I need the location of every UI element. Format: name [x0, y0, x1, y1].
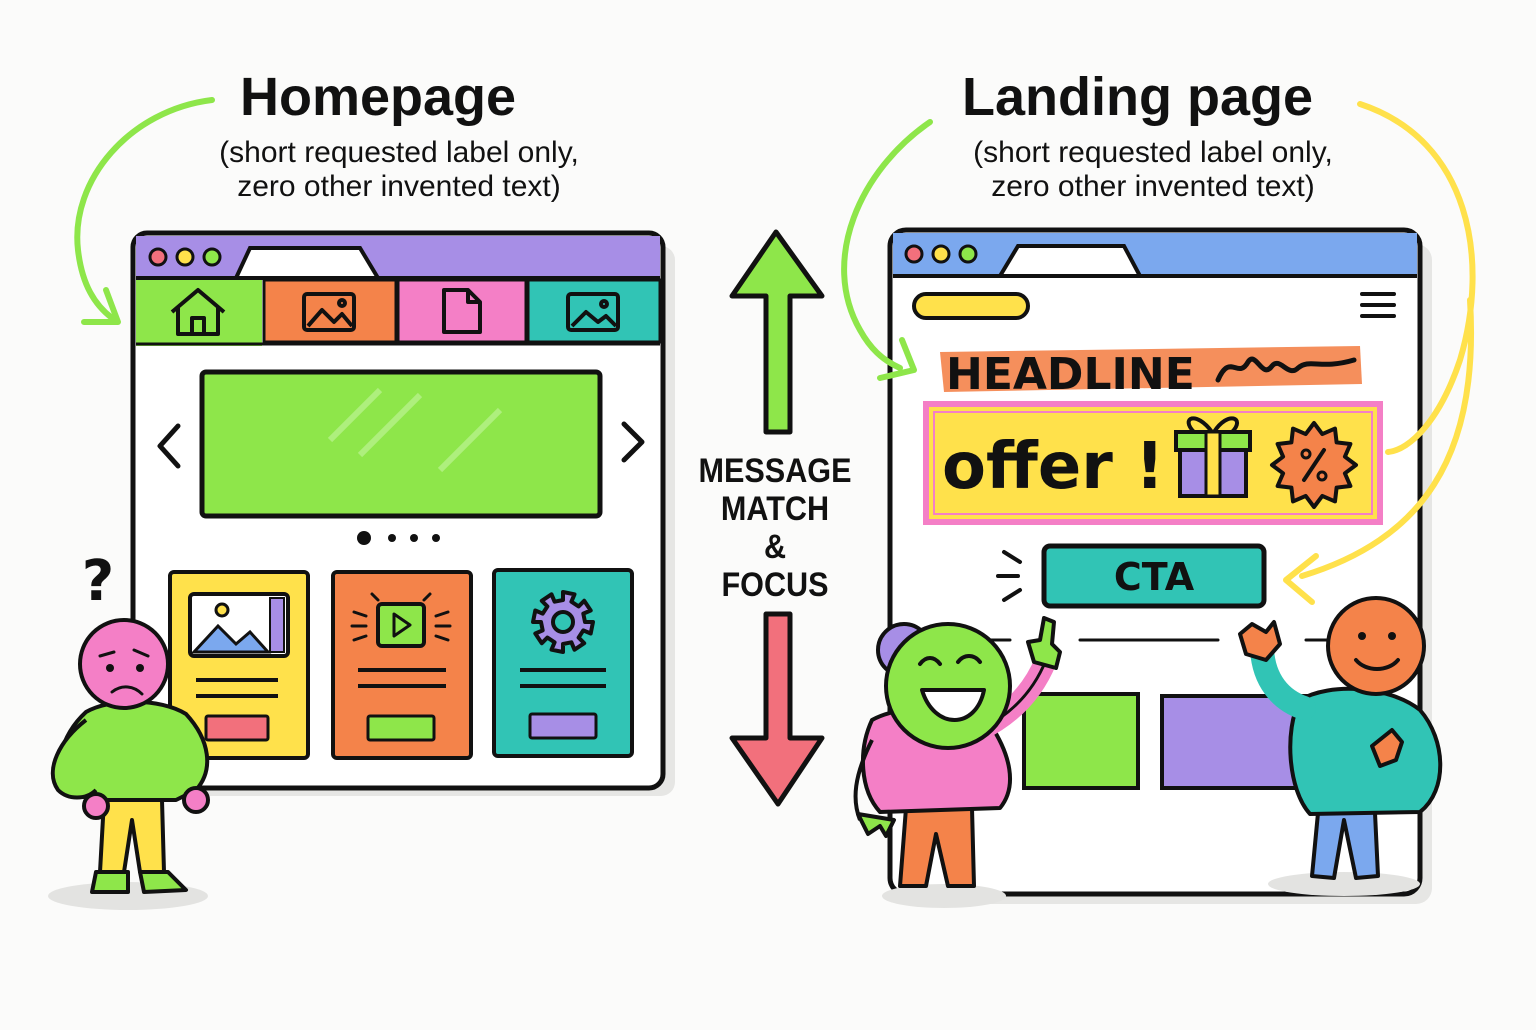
landing-window-dots: [904, 244, 978, 264]
landing-browser-tab[interactable]: [996, 244, 1144, 278]
center-label-line-3: &: [763, 528, 787, 566]
card-yellow[interactable]: [168, 570, 310, 760]
headline-highlight: [940, 346, 1362, 392]
landing-subtitle-line-1: (short requested label only,: [973, 136, 1333, 169]
landing-page-subtitle: (short requested label only, zero other …: [930, 136, 1376, 204]
image-icon: [302, 292, 356, 332]
homepage-subtitle: (short requested label only, zero other …: [176, 136, 622, 204]
homepage-window-dots: [148, 247, 222, 267]
homepage-subtitle-line-1: (short requested label only,: [219, 136, 579, 169]
landing-page-title: Landing page: [962, 67, 1313, 127]
gear-icon: [531, 590, 595, 654]
landing-right-curved-arrow-cta: [1299, 297, 1474, 579]
carousel-dots[interactable]: [357, 531, 440, 545]
confused-person: ?: [48, 549, 210, 910]
cta-label: CTA: [1114, 555, 1195, 599]
offer-text: offer !: [942, 430, 1164, 504]
homepage-subtitle-line-2: zero other invented text): [237, 170, 561, 203]
nav-tab-images[interactable]: [262, 278, 398, 344]
happy-person-pointing: [853, 616, 1062, 908]
card-orange[interactable]: [331, 570, 473, 760]
headline-text: HEADLINE: [946, 349, 1195, 400]
left-curved-arrow: [74, 97, 215, 321]
photo-icon: [566, 292, 620, 332]
center-label-line-1: MESSAGE: [698, 452, 852, 490]
landing-left-curved-arrow: [841, 119, 933, 371]
home-icon: [170, 288, 226, 336]
message-match-focus-label: MESSAGE MATCH & FOCUS: [690, 452, 861, 604]
headline-squiggle: [1215, 356, 1357, 383]
card-teal[interactable]: [492, 568, 634, 758]
gift-icon: [1174, 416, 1252, 498]
cta-spark-lines: [996, 550, 1022, 602]
happy-person-waving: [1238, 596, 1443, 896]
hero-highlight-strokes: [327, 387, 503, 473]
homepage-window: [130, 230, 675, 796]
logo-pill[interactable]: [912, 292, 1030, 320]
document-icon: [442, 288, 482, 334]
landing-subtitle-line-2: zero other invented text): [991, 170, 1315, 203]
question-mark: ?: [82, 549, 114, 614]
center-down-arrow: [729, 611, 825, 807]
center-label-line-4: FOCUS: [721, 566, 829, 604]
center-up-arrow: [729, 229, 825, 435]
chevron-right-icon[interactable]: [621, 421, 645, 463]
nav-tab-photos[interactable]: [526, 278, 662, 344]
chevron-left-icon[interactable]: [157, 423, 181, 469]
content-block-green[interactable]: [1022, 692, 1140, 790]
cta-button[interactable]: [1041, 543, 1267, 609]
photo-card-icon: [188, 592, 290, 658]
homepage-browser-tab[interactable]: [232, 246, 382, 280]
hamburger-menu-icon[interactable]: [1360, 292, 1396, 318]
percent-badge-icon: [1270, 421, 1358, 509]
hero-carousel-slide[interactable]: [199, 369, 603, 519]
video-icon: [350, 592, 452, 648]
center-label-line-2: MATCH: [720, 490, 830, 528]
homepage-title: Homepage: [240, 67, 517, 127]
